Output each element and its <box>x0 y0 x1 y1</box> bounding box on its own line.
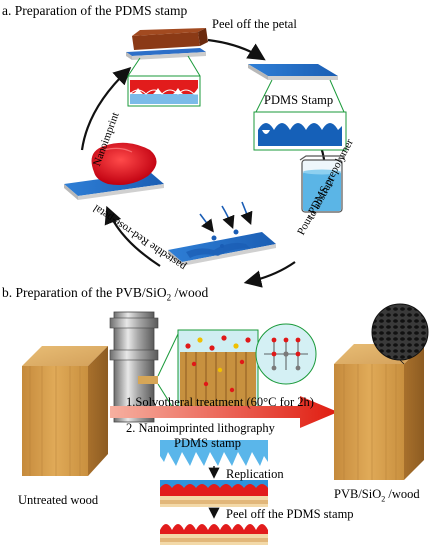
peeled-petal-stage <box>126 28 208 107</box>
peel-petal-label: Peel off the petal <box>212 17 297 31</box>
pouring-stage <box>168 201 276 266</box>
peel-stamp-label: Peel off the PDMS stamp <box>226 507 354 521</box>
molecular-structure-view <box>255 323 317 385</box>
treated-wood-block <box>334 303 429 480</box>
treated-wood-label: PVB/SiO2 /wood <box>334 487 420 504</box>
petal-stage <box>64 142 164 200</box>
section-a-title: a. Preparation of the PDMS stamp <box>2 3 188 18</box>
step1-label: 1.Solvotheral treatment (60°C for 2h) <box>126 395 314 409</box>
beaker <box>299 155 345 213</box>
pdms-stamp-stage <box>248 64 347 151</box>
pdms-stamp-label: PDMS Stamp <box>264 93 334 107</box>
autoclave-vessel <box>109 311 159 423</box>
untreated-wood-label: Untreated wood <box>18 493 99 507</box>
replication-label: Replication <box>226 467 284 481</box>
process-arrow <box>110 396 338 428</box>
pdms-stamp-b-label: PDMS stamp <box>174 436 242 450</box>
section-b-title: b. Preparation of the PVB/SiO2 /wood <box>2 285 209 303</box>
replication-steps <box>160 440 268 545</box>
untreated-wood-block <box>22 346 108 476</box>
step2-label: 2. Nanoimprinted lithography <box>126 421 275 435</box>
